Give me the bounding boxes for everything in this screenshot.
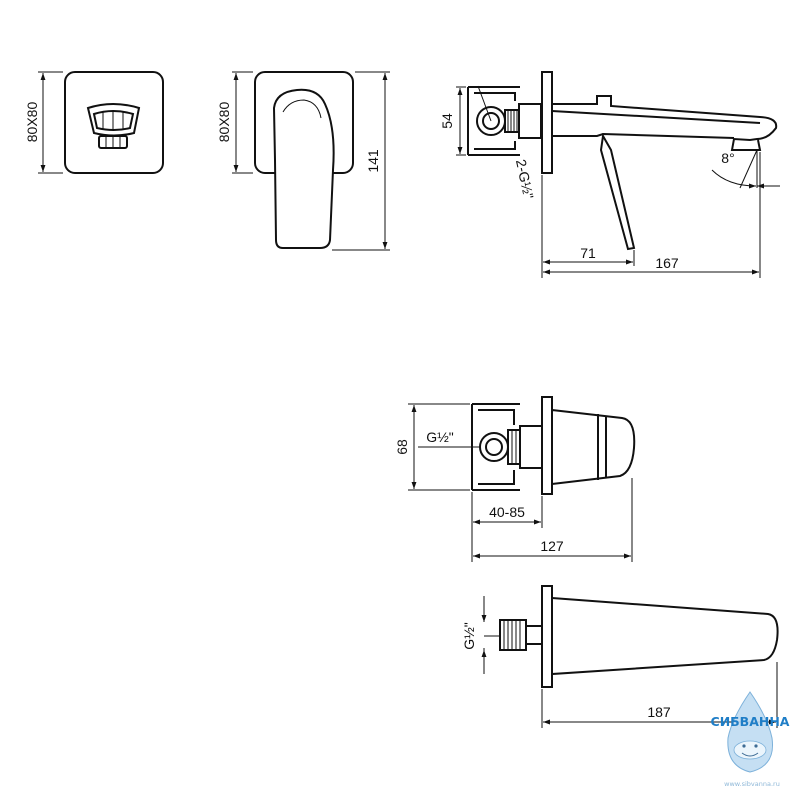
- box-height-label: 68: [394, 439, 410, 455]
- mixer-front-view: [232, 71, 390, 251]
- box-length-label: 127: [540, 538, 564, 554]
- inlet-thread-label: 2-G½": [513, 158, 537, 200]
- watermark-brand: СИБВАННА: [711, 714, 790, 729]
- cover-plate-size-label-2: 80X80: [216, 102, 232, 143]
- spout-angle-label: 8°: [721, 150, 734, 166]
- body-height-label: 54: [439, 113, 455, 129]
- install-depth-label: 40-85: [489, 504, 525, 520]
- box-thread-label: G½": [426, 429, 454, 445]
- spout-view: [481, 585, 779, 728]
- sibvanna-logo: [727, 691, 774, 773]
- concealed-box-view: [408, 396, 636, 562]
- mixer-side-view: [456, 71, 780, 278]
- cover-plate-size-label-1: 80X80: [24, 102, 40, 143]
- lever-projection-label: 71: [580, 245, 596, 261]
- cover-plate-front-view: [38, 71, 164, 174]
- spout-thread-label: G½": [461, 622, 477, 650]
- spout-projection-label: 167: [655, 255, 679, 271]
- watermark-url: www.sibvanna.ru: [724, 780, 780, 788]
- spout-length-label: 187: [647, 704, 671, 720]
- mixer-height-label: 141: [365, 149, 381, 173]
